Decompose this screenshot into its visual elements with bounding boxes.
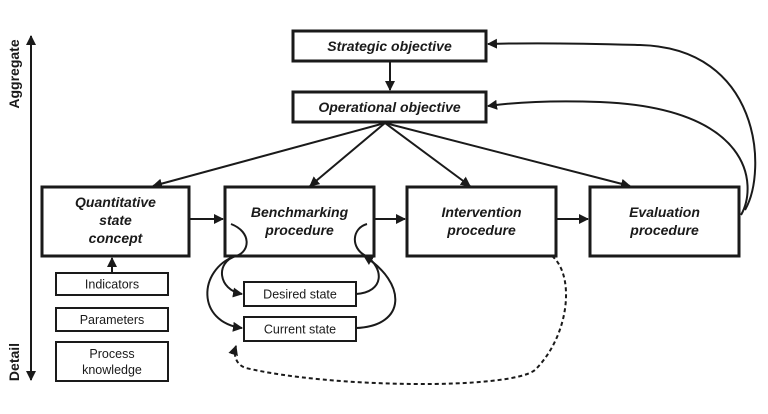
evaluation-procedure-box (588, 185, 741, 258)
evaluation-procedure-line2: procedure (629, 222, 699, 238)
edge-benchmarking-to-current-state (206, 255, 243, 332)
axis-label-detail: Detail (6, 343, 22, 381)
strategic-objective-label: Strategic objective (327, 38, 452, 54)
intervention-procedure-line1: Intervention (441, 204, 521, 220)
edge-evaluation-to-strategic (487, 38, 757, 211)
indicators-box (55, 272, 169, 296)
operational-objective-box (291, 90, 488, 124)
benchmarking-procedure-line1: Benchmarking (251, 204, 349, 220)
parameters-box (55, 307, 169, 332)
intervention-procedure-line2: procedure (446, 222, 516, 238)
axis-label-aggregate: Aggregate (6, 39, 22, 108)
indicators-label: Indicators (85, 278, 139, 292)
edge-intervention-to-current-state-dashed (228, 255, 568, 385)
edge-current-state-to-benchmarking (355, 255, 397, 329)
edge-operational-to-intervention (384, 122, 471, 187)
evaluation-procedure-line1: Evaluation (629, 204, 700, 220)
edge-operational-to-evaluation (384, 122, 631, 189)
edge-operational-to-quantitative (152, 122, 386, 189)
operational-objective-label: Operational objective (318, 99, 461, 115)
edge-evaluation-to-operational (487, 99, 749, 216)
parameters-label: Parameters (80, 313, 145, 327)
quantitative-state-concept-box (40, 185, 191, 258)
edge-operational-to-benchmarking (309, 122, 386, 187)
quantitative-state-concept-line1: Quantitative (75, 194, 156, 210)
quantitative-state-concept-line3: concept (89, 230, 144, 246)
process-knowledge-line1: Process (89, 347, 134, 361)
desired-state-label: Desired state (263, 288, 337, 302)
benchmarking-procedure-line2: procedure (264, 222, 334, 238)
intervention-procedure-box (405, 185, 558, 258)
current-state-box (243, 316, 357, 342)
current-state-label: Current state (264, 323, 336, 337)
edge-benchmarking-to-desired-state (220, 223, 248, 298)
process-knowledge-line2: knowledge (82, 363, 142, 377)
benchmarking-procedure-box (223, 185, 376, 258)
process-knowledge-box (55, 341, 169, 382)
quantitative-state-concept-line2: state (99, 212, 132, 228)
